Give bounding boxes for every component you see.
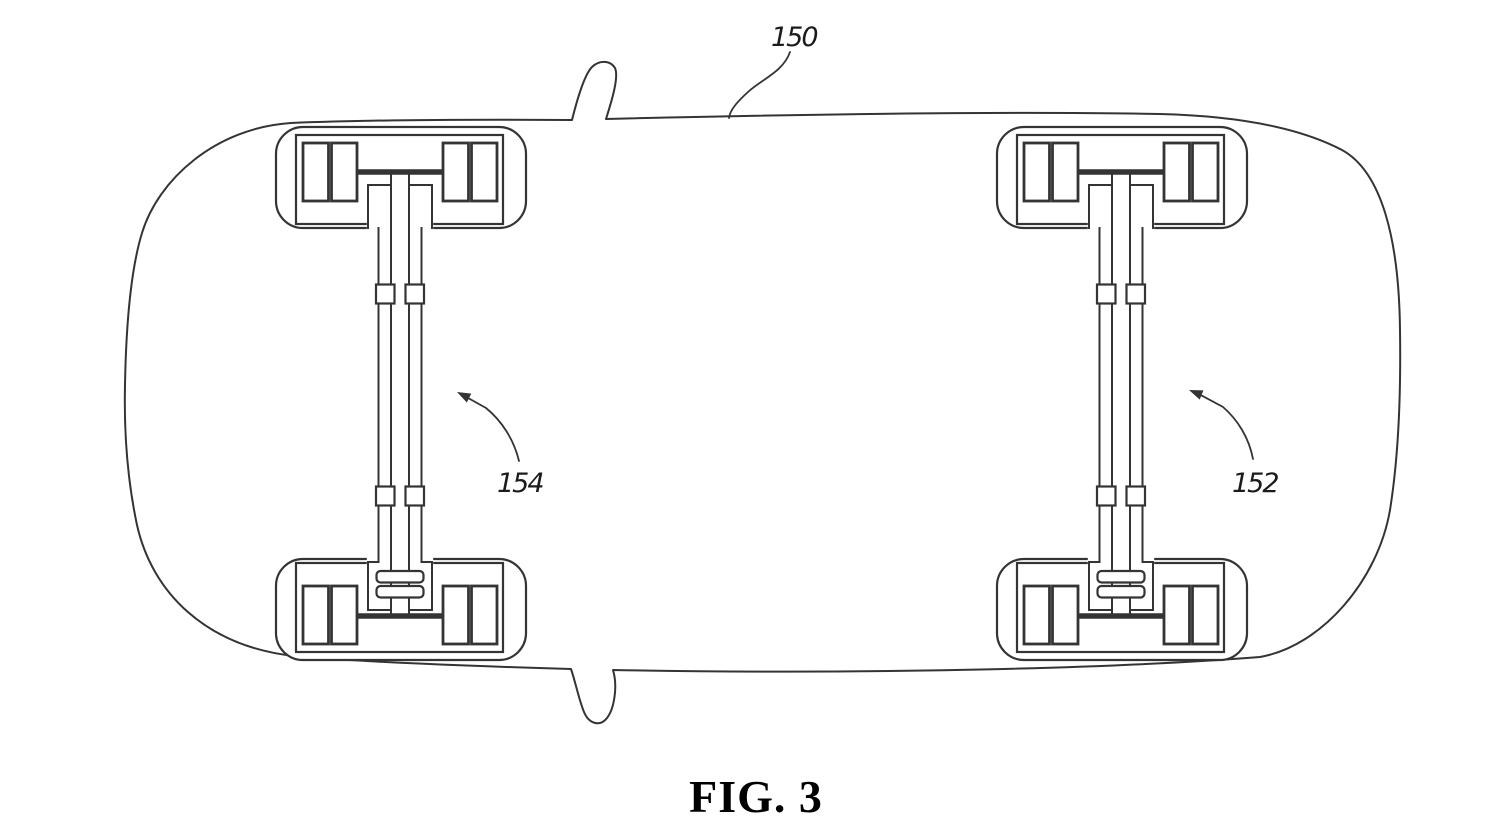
arrow-line-154 [468,397,520,462]
ref-label-150: 150 [771,22,817,53]
arrowhead-154 [457,392,472,403]
ref-label-152: 152 [1232,468,1278,499]
leader-line-150 [728,51,791,119]
arrow-line-152 [1200,394,1254,460]
ref-label-154: 154 [497,468,543,499]
arrowhead-152 [1189,390,1204,400]
figure-caption: FIG. 3 [689,771,823,822]
